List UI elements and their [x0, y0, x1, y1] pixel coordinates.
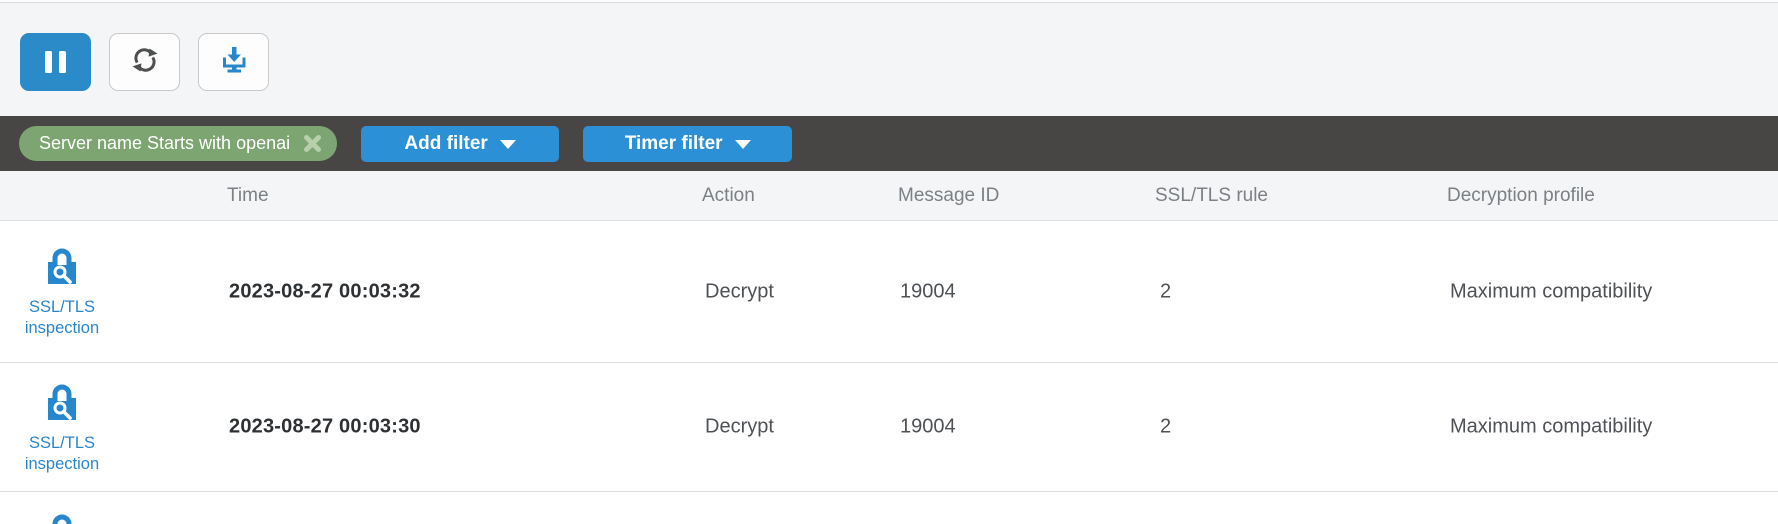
column-header-ssl-tls-rule[interactable]: SSL/TLS rule	[1155, 184, 1268, 206]
event-type-label-line2: inspection	[24, 318, 100, 337]
cell-message-id: 19004	[900, 280, 956, 302]
chevron-down-icon	[734, 140, 751, 149]
table-header-row: Time Action Message ID SSL/TLS rule Decr…	[0, 171, 1778, 221]
pause-button[interactable]	[20, 33, 91, 91]
ssl-tls-inspection-icon	[44, 381, 80, 430]
table-row[interactable]: SSL/TLS inspection 2023-08-27 00:03:32 D…	[0, 221, 1778, 363]
cell-decryption-profile: Maximum compatibility	[1450, 280, 1653, 302]
cell-ssl-tls-rule: 2	[1160, 415, 1172, 438]
event-type-link[interactable]: SSL/TLS inspection	[0, 381, 124, 474]
table-row[interactable]: SSL/TLS inspection 2023-08-27 00:03:30 D…	[0, 363, 1778, 492]
event-type-label-line1: SSL/TLS	[28, 298, 96, 316]
refresh-button[interactable]	[109, 33, 180, 91]
cell-ssl-tls-rule: 2	[1160, 280, 1172, 302]
event-type-link[interactable]: SSL/TLS inspection	[0, 245, 124, 338]
download-icon	[218, 44, 250, 81]
pause-icon	[45, 51, 66, 73]
event-type-link[interactable]	[0, 511, 124, 524]
column-header-decryption-profile[interactable]: Decryption profile	[1447, 184, 1595, 206]
timer-filter-button[interactable]: Timer filter	[583, 125, 793, 162]
cell-message-id: 19004	[900, 415, 956, 438]
column-header-message-id[interactable]: Message ID	[898, 184, 1000, 206]
add-filter-label: Add filter	[404, 132, 488, 154]
add-filter-button[interactable]: Add filter	[361, 125, 560, 162]
chevron-down-icon	[499, 140, 516, 149]
timer-filter-label: Timer filter	[624, 132, 723, 154]
cell-action: Decrypt	[705, 415, 774, 438]
event-toolbar	[0, 3, 1778, 116]
cell-time: 2023-08-27 00:03:32	[229, 280, 421, 302]
filter-chip-label: Server name Starts with openai	[39, 133, 291, 153]
cell-decryption-profile: Maximum compatibility	[1450, 415, 1653, 438]
top-divider	[0, 0, 1778, 3]
table-row[interactable]	[0, 492, 1778, 524]
event-type-label-line2: inspection	[24, 454, 100, 473]
filter-bar: Server name Starts with openai Add filte…	[0, 116, 1778, 171]
event-type-label-line1: SSL/TLS	[28, 434, 96, 452]
download-button[interactable]	[198, 33, 269, 91]
refresh-icon	[130, 45, 160, 80]
cell-action: Decrypt	[705, 280, 774, 302]
column-header-action[interactable]: Action	[702, 184, 755, 206]
ssl-tls-inspection-icon	[44, 511, 80, 524]
column-header-time[interactable]: Time	[227, 184, 269, 206]
cell-time: 2023-08-27 00:03:30	[229, 415, 421, 438]
filter-chip-server-name[interactable]: Server name Starts with openai	[19, 126, 338, 161]
ssl-tls-inspection-icon	[44, 245, 80, 294]
close-icon[interactable]	[302, 133, 323, 154]
